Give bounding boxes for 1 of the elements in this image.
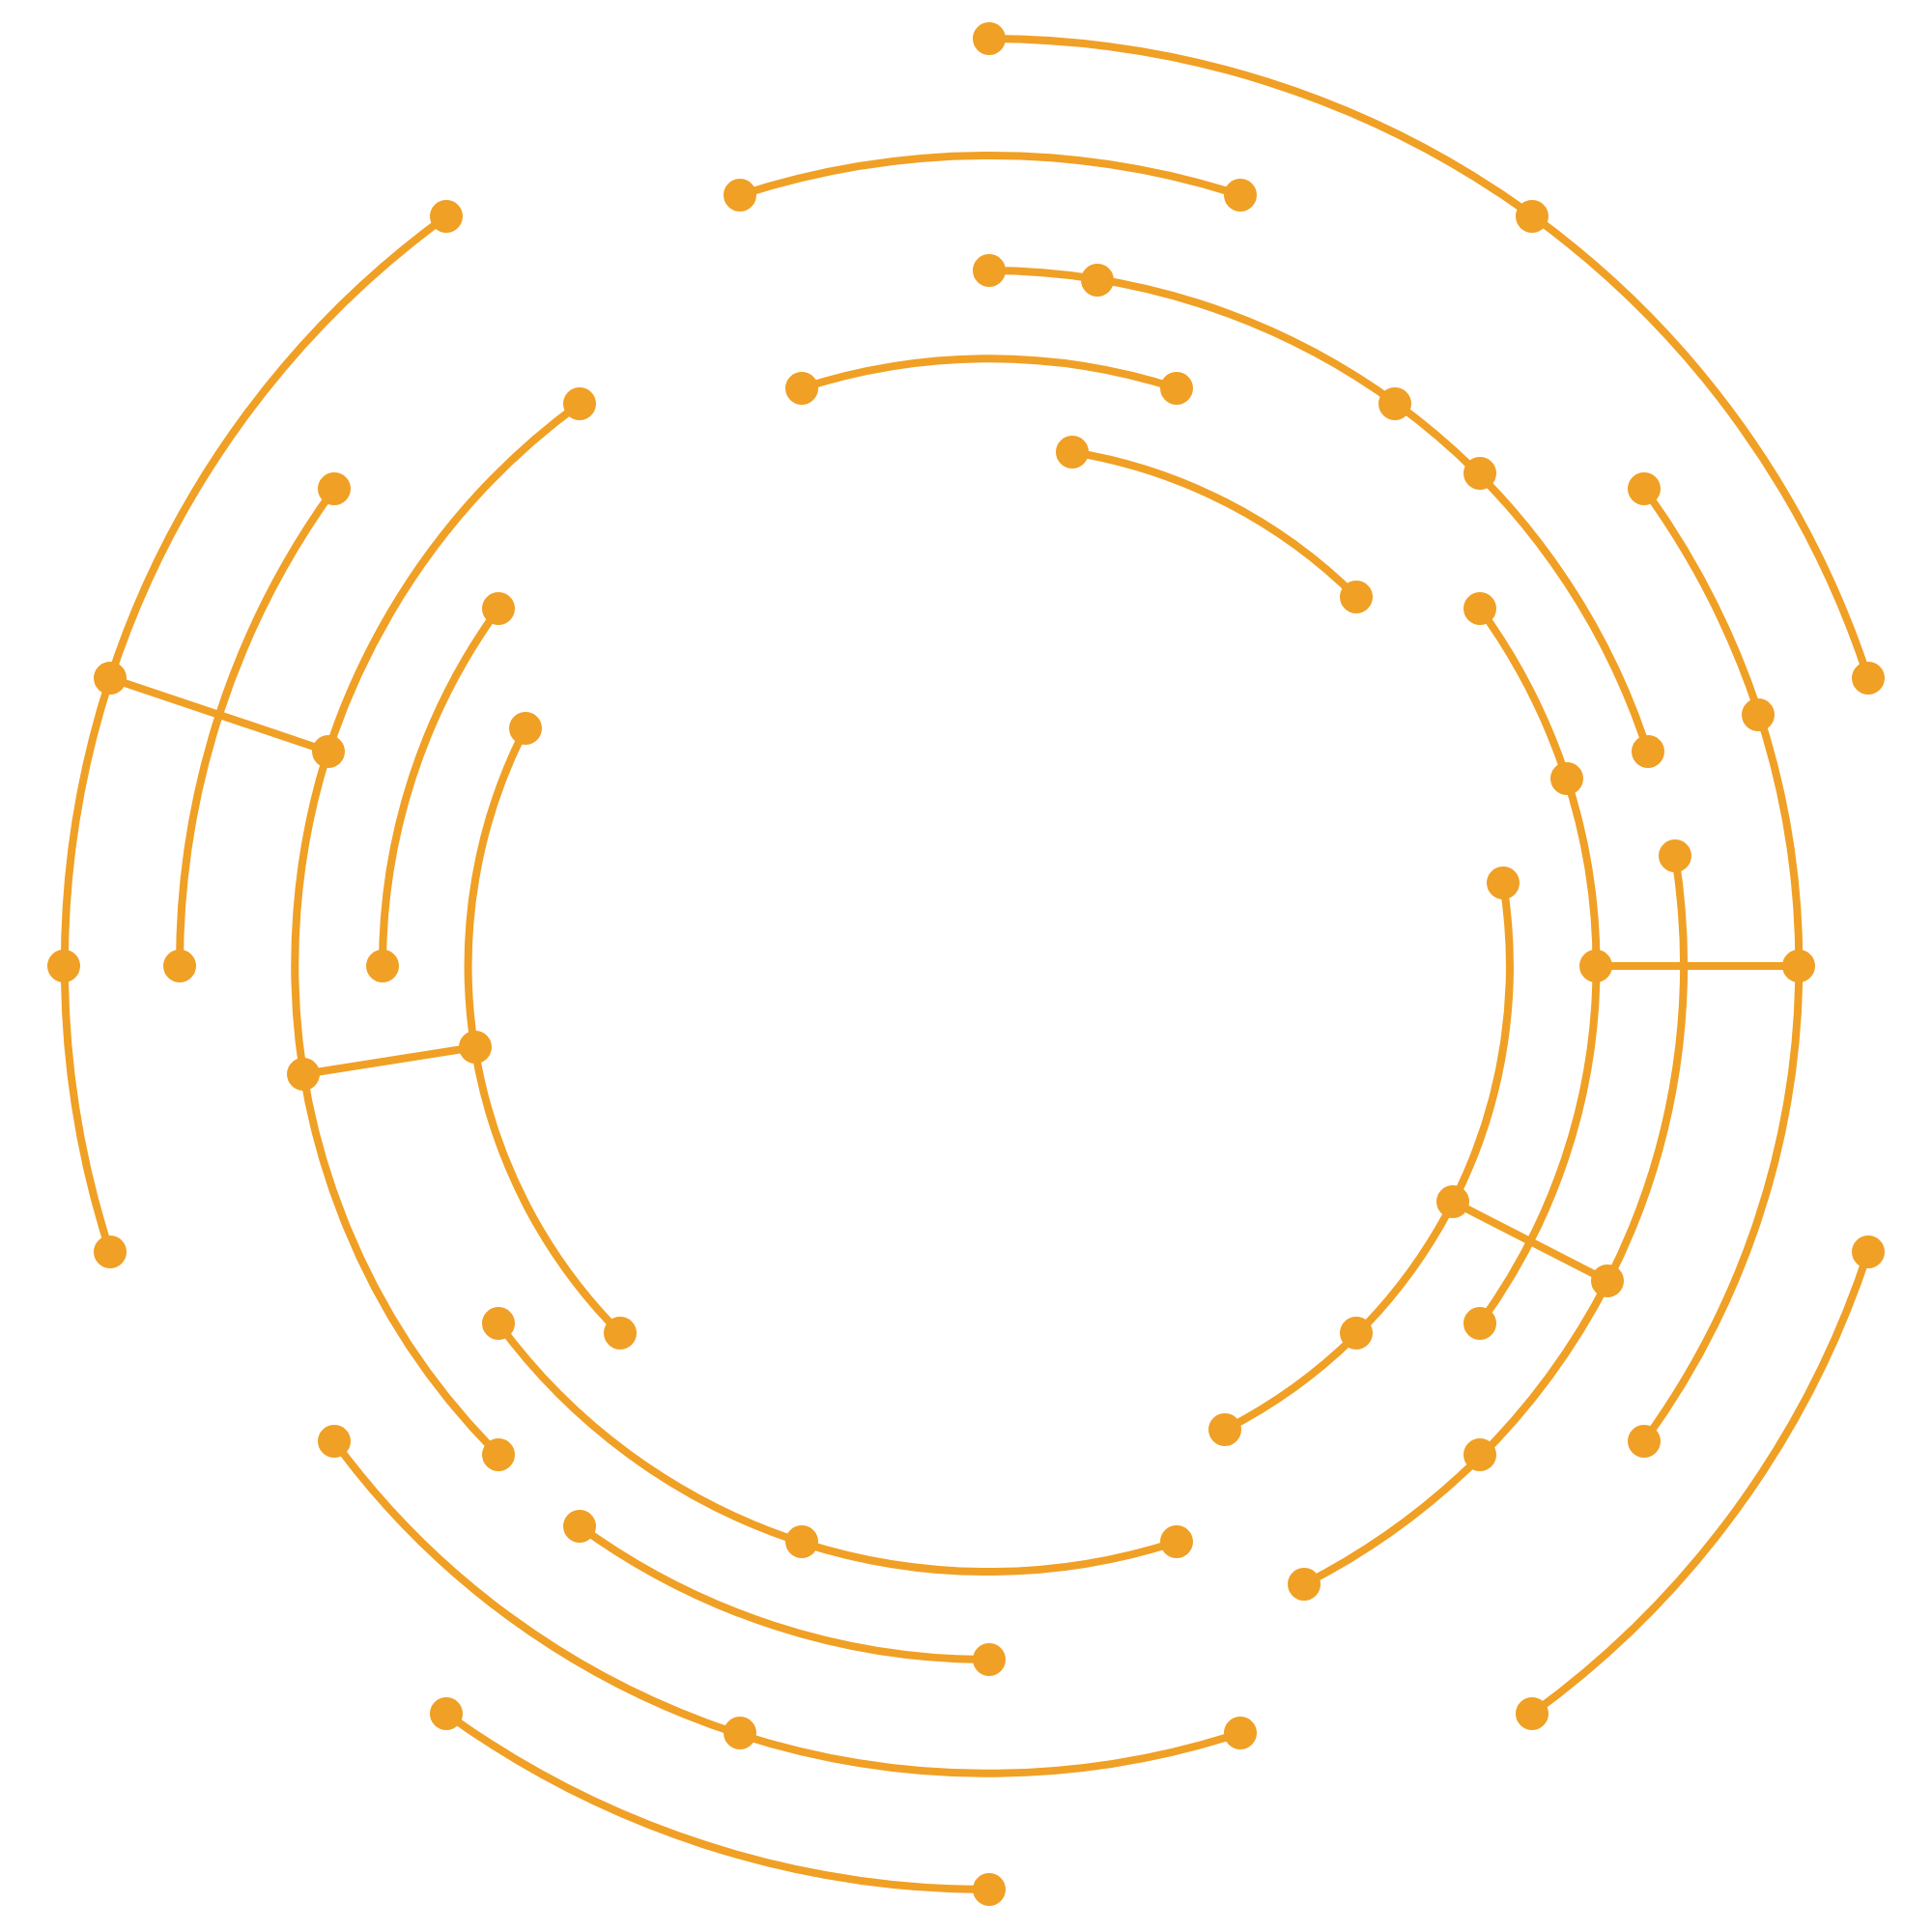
circuit-ring-drawing bbox=[47, 22, 1885, 1906]
